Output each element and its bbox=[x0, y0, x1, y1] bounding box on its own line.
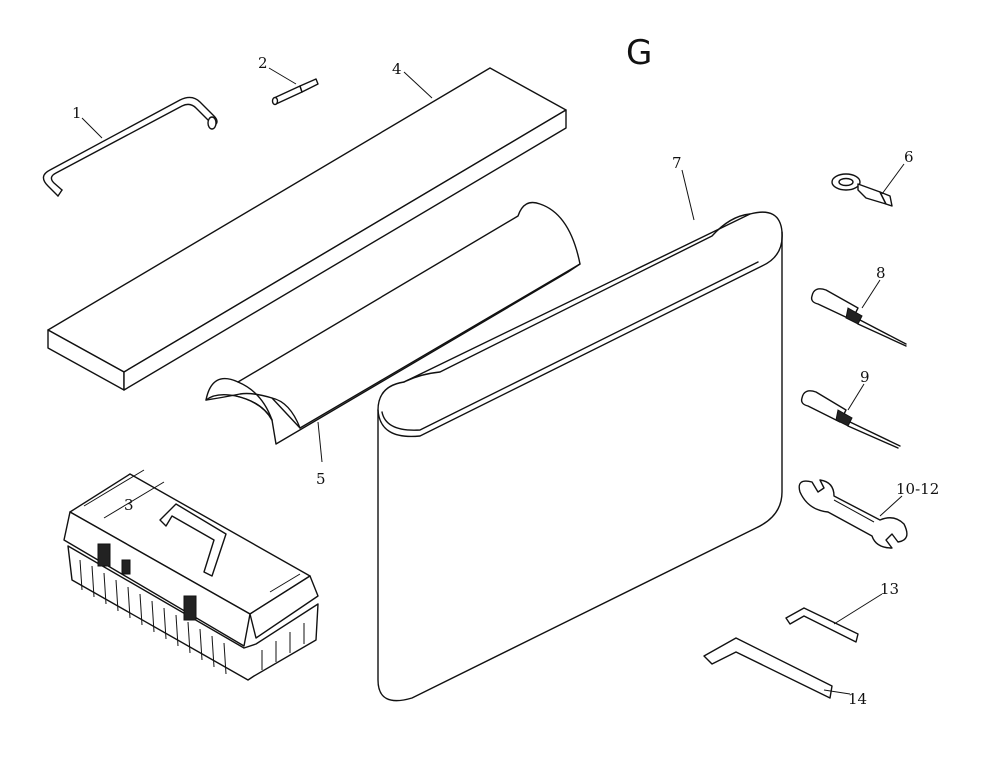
callout-9: 9 bbox=[860, 368, 870, 386]
part-8-screwdriver[interactable] bbox=[810, 288, 907, 347]
part-9-screwdriver[interactable] bbox=[800, 390, 901, 449]
callout-10-12: 10-12 bbox=[896, 480, 939, 498]
callout-7: 7 bbox=[672, 154, 682, 172]
callout-5: 5 bbox=[316, 470, 326, 488]
part-4-board[interactable] bbox=[47, 67, 567, 391]
part-5-half-cylinder[interactable] bbox=[205, 201, 581, 445]
part-1-long-hex-key[interactable] bbox=[42, 96, 218, 197]
callout-8: 8 bbox=[876, 264, 886, 282]
callout-14: 14 bbox=[848, 690, 867, 708]
callout-13: 13 bbox=[880, 580, 899, 598]
callout-3: 3 bbox=[124, 496, 134, 514]
callout-6: 6 bbox=[904, 148, 914, 166]
part-2-pin[interactable] bbox=[271, 78, 319, 106]
part-13-small-hex-key[interactable] bbox=[785, 607, 859, 643]
callout-4: 4 bbox=[392, 60, 402, 78]
part-7-enclosure[interactable] bbox=[377, 211, 783, 702]
part-6-key[interactable] bbox=[831, 173, 893, 207]
callout-1: 1 bbox=[72, 104, 82, 122]
part-10-12-wrench[interactable] bbox=[798, 479, 908, 549]
callout-2: 2 bbox=[258, 54, 268, 72]
part-3-toolbox[interactable] bbox=[63, 469, 319, 681]
sheet-letter: G bbox=[626, 33, 652, 73]
part-14-large-hex-key[interactable] bbox=[703, 637, 833, 699]
